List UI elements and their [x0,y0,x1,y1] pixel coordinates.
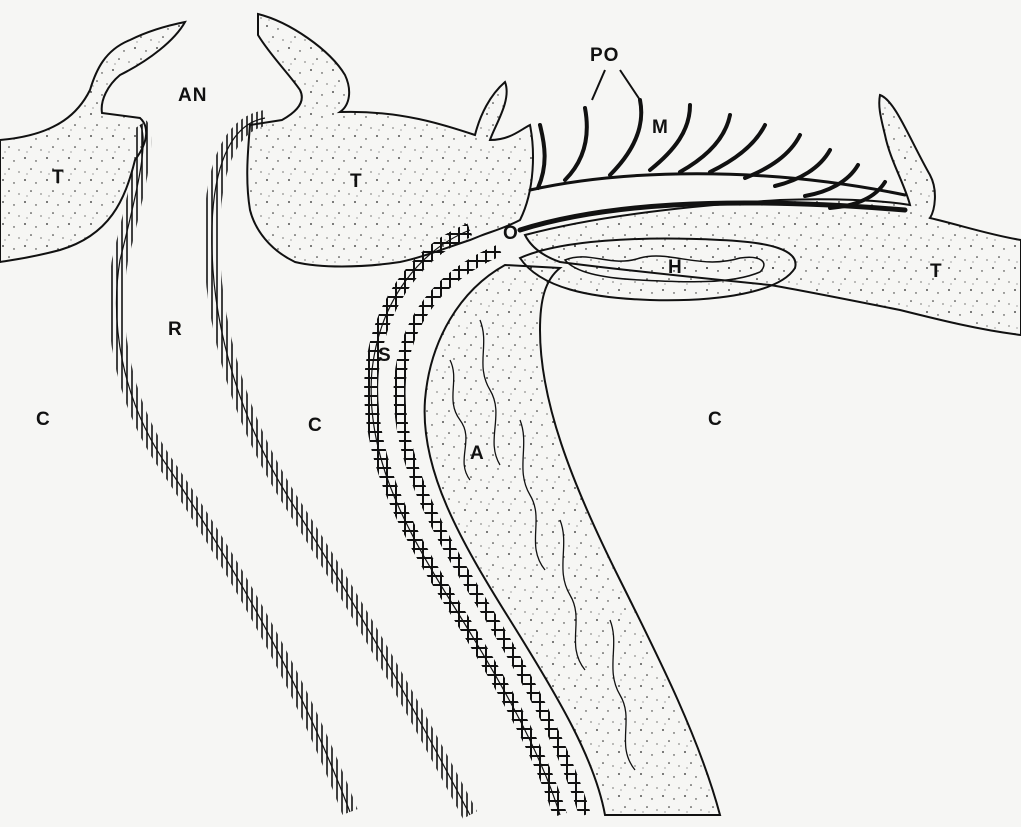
label-s: S [378,346,392,365]
label-m: M [652,118,669,137]
label-po: PO [590,46,619,65]
po-pointer-right [620,70,640,100]
tract-a [425,265,720,815]
label-t-right: T [930,262,943,281]
label-r: R [168,320,183,339]
label-t-mid: T [350,172,363,191]
label-a: A [470,444,485,463]
label-c-right: C [708,410,723,429]
label-c-left: C [36,410,51,429]
label-h: H [668,258,683,277]
tissue-left [0,22,185,262]
label-c-mid: C [308,416,323,435]
po-pointer-left [592,70,605,100]
organ-h [520,239,796,301]
label-o: O [503,224,519,243]
tissue-middle [247,14,533,267]
label-an: AN [178,86,207,105]
label-t-left: T [52,168,65,187]
